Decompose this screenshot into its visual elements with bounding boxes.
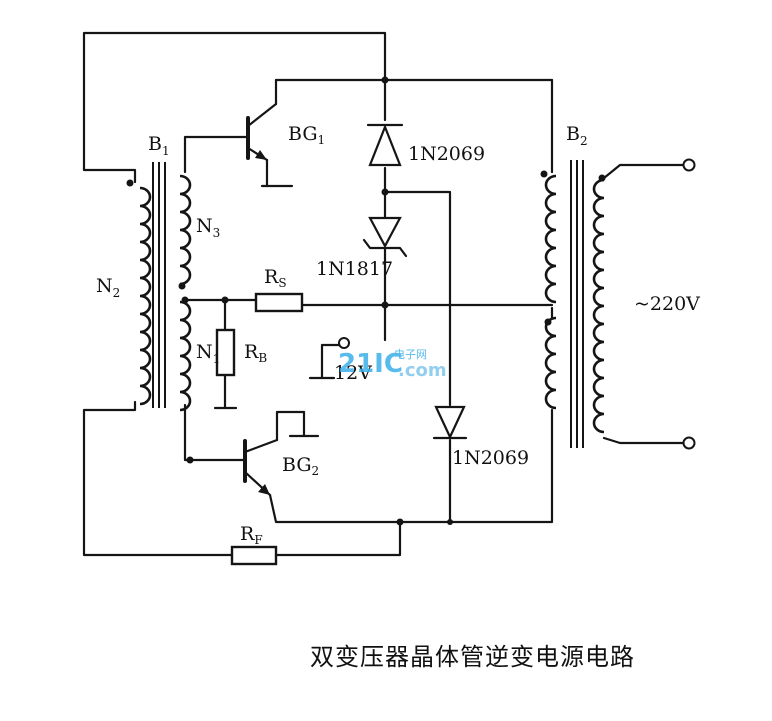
transformer-b2 — [544, 160, 605, 448]
b2-primary-bottom-coil — [544, 316, 557, 410]
label-diode-bottom: 1N2069 — [452, 447, 529, 469]
label-n3: N3 — [196, 215, 220, 240]
svg-text:.com: .com — [398, 360, 447, 381]
label-rs: RS — [264, 266, 287, 290]
winding-n1-coil — [179, 300, 192, 412]
b2-primary-top-coil — [544, 174, 557, 304]
label-bg2: BG2 — [282, 454, 319, 478]
label-b2: B2 — [566, 123, 588, 148]
diode-top — [366, 123, 404, 167]
label-rb: RB — [244, 341, 267, 365]
terminals — [338, 158, 696, 450]
label-supply: 12V — [334, 362, 372, 384]
svg-text:电子网: 电子网 — [394, 348, 427, 361]
label-zener: 1N1817 — [316, 258, 393, 280]
label-bg1: BG1 — [288, 123, 325, 147]
label-n1: N1 — [196, 341, 220, 366]
diode-bottom — [432, 405, 468, 440]
label-output: ~220V — [634, 293, 700, 315]
label-diode-top: 1N2069 — [408, 143, 485, 165]
label-n2: N2 — [96, 275, 120, 300]
winding-n3-coil — [179, 174, 192, 286]
resistor-rs — [254, 292, 304, 313]
svg-text:21IC: 21IC — [338, 349, 403, 379]
zener-diode — [362, 216, 408, 258]
transformer-b1 — [139, 162, 192, 412]
transistor-bg2 — [243, 438, 279, 497]
label-rf: RF — [240, 523, 263, 547]
resistor-rf — [230, 545, 278, 566]
diagram-caption: 双变压器晶体管逆变电源电路 — [310, 643, 635, 671]
transistor-bg1 — [246, 78, 278, 162]
resistor-rb — [215, 328, 236, 377]
winding-n2-coil — [139, 186, 152, 406]
b2-secondary-coil — [592, 178, 605, 434]
watermark-logo: 21IC 电子网 .com — [338, 348, 447, 381]
wiring — [82, 31, 685, 557]
label-b1: B1 — [148, 133, 170, 158]
